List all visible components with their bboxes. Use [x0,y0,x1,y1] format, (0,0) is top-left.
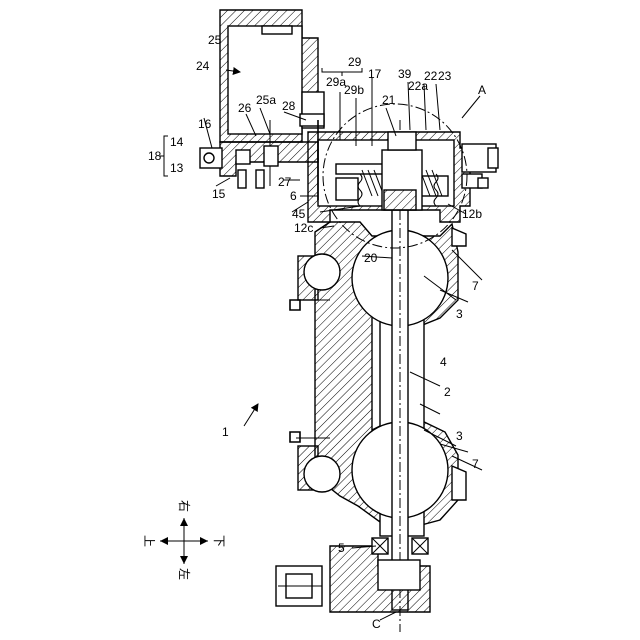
label-14: 14 [170,135,184,149]
label-5: 5 [338,541,345,555]
label-21: 21 [382,93,396,107]
direction-right-label: 右 [177,500,192,512]
bracket-18 [160,136,168,176]
label-29: 29 [348,55,362,69]
label-13: 13 [170,161,184,175]
label-29b: 29b [344,83,364,97]
label-16: 16 [198,117,212,131]
label-12c: 12c [294,221,313,235]
direction-indicator: 上 下 左 右 [142,500,226,580]
label-7-upper: 7 [472,279,479,293]
label-c: C [372,617,381,631]
label-1: 1 [222,425,229,439]
label-25a: 25a [256,93,276,107]
label-6: 6 [290,189,297,203]
label-4: 4 [440,355,447,369]
label-22a: 22a [408,79,428,93]
label-18: 18 [148,149,162,163]
label-24: 24 [196,59,210,73]
label-a: A [478,83,486,97]
label-26: 26 [238,101,252,115]
label-28: 28 [282,99,296,113]
direction-down-label: 下 [212,535,226,547]
label-15: 15 [212,187,226,201]
label-3-upper: 3 [456,307,463,321]
label-25: 25 [208,33,222,47]
label-7-lower: 7 [472,457,479,471]
direction-left-label: 左 [177,568,192,580]
label-17: 17 [368,67,382,81]
gear-cover [308,132,470,222]
right-sensor-connector [462,144,498,188]
label-45: 45 [292,207,306,221]
label-27: 27 [278,175,292,189]
direction-up-label: 上 [142,535,156,547]
label-2: 2 [444,385,451,399]
label-3-mid: 3 [456,429,463,443]
label-12b: 12b [462,207,482,221]
label-23: 23 [438,69,452,83]
label-20: 20 [364,251,378,265]
